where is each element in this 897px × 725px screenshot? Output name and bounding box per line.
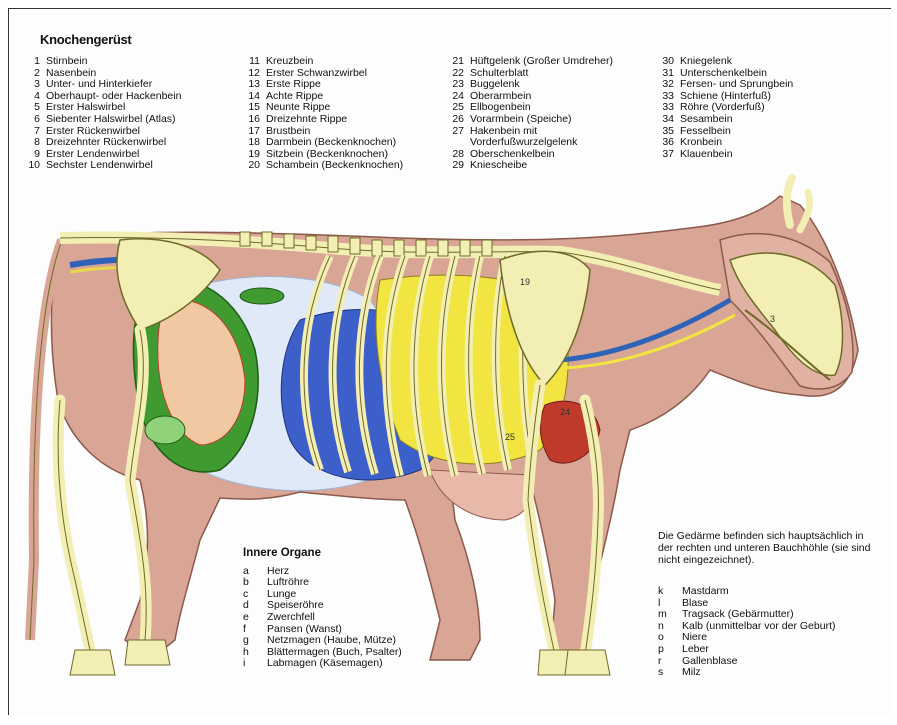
figure-label-24: 24 [560, 407, 570, 417]
item-number: h [243, 647, 267, 659]
item-number: s [658, 667, 682, 679]
item-number: e [243, 612, 267, 624]
item-label: Leber [682, 644, 709, 656]
list-item: sMilz [658, 667, 835, 679]
figure-label-19: 19 [520, 277, 530, 287]
item-number: g [243, 635, 267, 647]
item-label: Milz [682, 667, 701, 679]
bladder [145, 416, 185, 444]
item-label: Zwerchfell [267, 612, 315, 624]
item-number: p [658, 644, 682, 656]
list-item: kMastdarm [658, 586, 835, 598]
organs-a-items: aHerzbLuftröhrecLungedSpeiseröhreeZwerch… [243, 566, 402, 670]
organs-heading: Innere Organe [243, 548, 402, 560]
item-number: i [243, 658, 267, 670]
organs-list-a: Innere Organe aHerzbLuftröhrecLungedSpei… [243, 548, 402, 670]
list-item: pLeber [658, 644, 835, 656]
intestine-note: Die Gedärme befinden sich hauptsächlich … [658, 530, 873, 566]
figure-label-25: 25 [505, 432, 515, 442]
item-label: Netzmagen (Haube, Mütze) [267, 635, 396, 647]
figure-label-3: 3 [770, 314, 775, 324]
item-label: Labmagen (Käsemagen) [267, 658, 383, 670]
item-number: k [658, 586, 682, 598]
item-label: Mastdarm [682, 586, 729, 598]
kidney [240, 288, 284, 304]
